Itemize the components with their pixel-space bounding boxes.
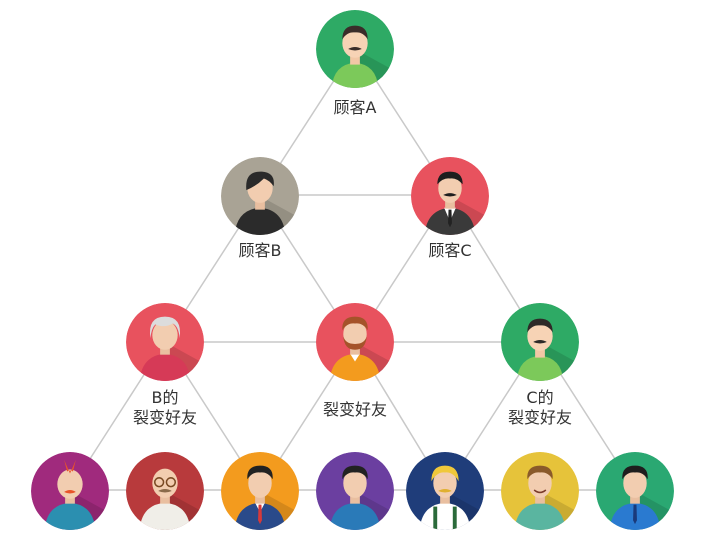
customer-a-label: 顾客A <box>333 98 377 117</box>
b-friend-label: B的 裂变好友 <box>133 388 197 428</box>
c-friend-label-line2: 裂变好友 <box>507 408 573 427</box>
b-friend-label-line2: 裂变好友 <box>132 408 198 427</box>
customer-a-avatar <box>316 10 394 88</box>
c-friend-label-line1: C的 <box>526 388 554 407</box>
customer-c-avatar <box>411 157 489 235</box>
bottom-avatar-6 <box>501 452 579 530</box>
c-friend-label: C的 裂变好友 <box>508 388 572 428</box>
center-friend-label: 裂变好友 <box>322 400 388 419</box>
center-friend-avatar <box>316 303 394 381</box>
customer-c-label: 顾客C <box>428 241 472 260</box>
b-friend-avatar <box>126 303 204 381</box>
c-friend-avatar <box>501 303 579 381</box>
bottom-avatar-7 <box>596 452 674 530</box>
bottom-avatar-2 <box>126 452 204 530</box>
bottom-avatar-1 <box>31 452 109 530</box>
customer-b-avatar <box>221 157 299 235</box>
bottom-avatar-5 <box>406 452 484 530</box>
bottom-avatar-3 <box>221 452 299 530</box>
b-friend-label-line1: B的 <box>151 388 179 407</box>
customer-b-label: 顾客B <box>238 241 282 260</box>
bottom-avatar-4 <box>316 452 394 530</box>
